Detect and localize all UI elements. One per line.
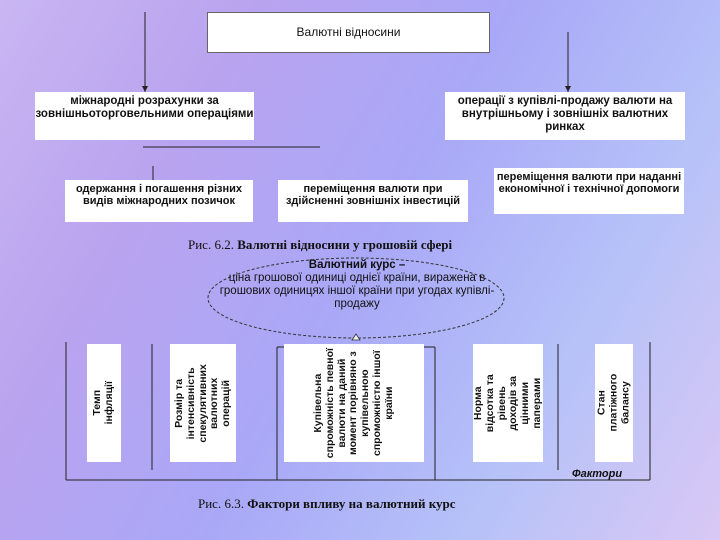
factor-label: Темп інфляції <box>91 381 115 425</box>
box-international-loans: одержання і погашення різних видів міжна… <box>65 180 253 222</box>
box-label: переміщення валюти при здійсненні зовніш… <box>285 183 461 208</box>
root-label: Валютні відносини <box>296 25 401 39</box>
box-foreign-investments: переміщення валюти при здійсненні зовніш… <box>278 180 468 222</box>
box-label: операції з купівлі-продажу валюти на вну… <box>457 95 673 133</box>
factor-speculative-operations: Розмір та інтенсивність спекулятивних ва… <box>170 344 236 462</box>
definition-body: ціна грошової одиниці однієї країни, вир… <box>219 271 495 310</box>
figure-caption-6-3: Рис. 6.3. Фактори впливу на валютний кур… <box>198 496 456 512</box>
caption-title: Валютні відносини у грошовій сфері <box>237 237 453 252</box>
root-box-currency-relations: Валютні відносини <box>207 12 490 53</box>
factors-label: Фактори <box>572 468 623 480</box>
exchange-rate-definition: Валютний курс – ціна грошової одиниці од… <box>216 259 498 311</box>
factor-inflation: Темп інфляції <box>87 344 121 462</box>
factor-label: Норма відсотка та рівень доходів за цінн… <box>471 373 543 433</box>
caption-title: Фактори впливу на валютний курс <box>247 496 456 511</box>
factor-label: Купівельна спроможність певної валюти на… <box>311 347 395 459</box>
factor-balance-of-payments: Стан платіжного балансу <box>595 344 633 462</box>
factor-label: Розмір та інтенсивність спекулятивних ва… <box>172 363 232 443</box>
box-label: одержання і погашення різних видів міжна… <box>75 183 243 208</box>
definition-title: Валютний курс – <box>308 259 406 271</box>
box-economic-assistance: переміщення валюти при наданні економічн… <box>494 168 684 214</box>
factor-purchasing-power: Купівельна спроможність певної валюти на… <box>284 344 424 462</box>
box-currency-trading: операції з купівлі-продажу валюти на вну… <box>445 92 685 140</box>
factor-label: Стан платіжного балансу <box>595 374 631 432</box>
box-label: міжнародні розрахунки за зовнішньоторгов… <box>35 95 254 120</box>
box-international-settlements: міжнародні розрахунки за зовнішньоторгов… <box>35 92 254 140</box>
box-label: переміщення валюти при наданні економічн… <box>496 171 682 196</box>
figure-caption-6-2: Рис. 6.2. Валютні відносини у грошовій с… <box>188 237 452 253</box>
factor-interest-rate: Норма відсотка та рівень доходів за цінн… <box>471 344 543 462</box>
caption-prefix: Рис. 6.3. <box>198 496 244 511</box>
caption-prefix: Рис. 6.2. <box>188 237 234 252</box>
